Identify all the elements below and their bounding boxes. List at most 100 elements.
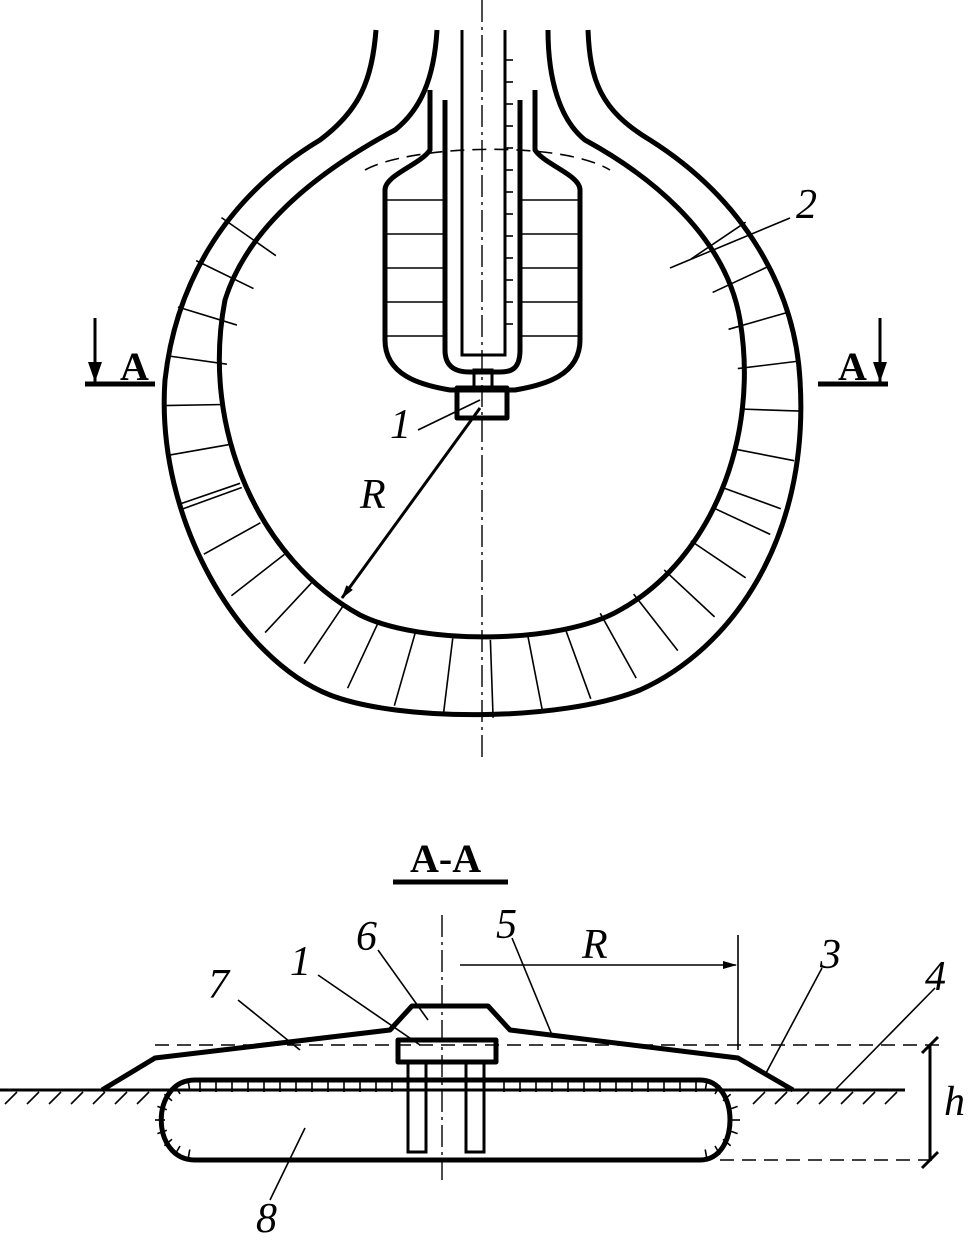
leader-item-8	[269, 1127, 306, 1201]
label-item-8: 8	[256, 1196, 277, 1240]
leader-item-1	[417, 399, 481, 431]
ground-hatch	[4, 1091, 898, 1105]
pipe-core	[460, 30, 507, 357]
basin-tick	[714, 1084, 721, 1095]
height-tick-top	[920, 1035, 940, 1055]
basin-tick	[163, 1138, 173, 1147]
hatch-tick	[599, 612, 637, 679]
leader-item-2	[669, 217, 791, 269]
ground-tick	[48, 1091, 62, 1105]
embankment-hatch	[164, 216, 800, 718]
hatch-tick	[393, 631, 417, 706]
hatch-tick	[734, 448, 795, 462]
hatch-tick	[663, 569, 716, 618]
hatch-tick	[264, 580, 314, 634]
hatch-tick	[195, 259, 254, 290]
ground-tick	[818, 1091, 832, 1105]
section-title: A-A	[410, 836, 481, 881]
basin-tick	[157, 1105, 168, 1111]
outlet-well-section	[395, 1037, 499, 1065]
ground-tick	[752, 1091, 766, 1105]
section-view: A-A R h 7 1 6	[0, 836, 965, 1240]
hatch-tick	[728, 311, 788, 331]
label-item-1-section: 1	[290, 939, 311, 985]
ground-tick	[862, 1091, 876, 1105]
hatch-tick	[527, 636, 544, 713]
label-item-3: 3	[819, 932, 841, 978]
radius-arrow	[340, 407, 482, 599]
hatch-tick	[166, 354, 228, 365]
label-radius-section: R	[581, 922, 608, 968]
hatch-tick	[164, 403, 225, 407]
hatch-tick	[721, 486, 782, 510]
section-label-left: A	[120, 344, 149, 389]
hatch-tick	[221, 216, 277, 257]
basin-tick	[704, 1149, 708, 1160]
basin-tick	[157, 1129, 168, 1135]
hatch-tick	[712, 506, 771, 536]
leader-item-3	[764, 967, 823, 1076]
hatch-tick	[633, 593, 679, 652]
label-item-1: 1	[390, 402, 411, 448]
leader-item-1-section	[317, 974, 421, 1046]
hatch-tick	[690, 540, 747, 579]
label-item-5: 5	[496, 902, 517, 948]
label-radius-plan: R	[359, 472, 386, 518]
hatch-tick	[203, 522, 261, 555]
basin-tick	[187, 1149, 191, 1160]
basin-tick	[722, 1093, 732, 1102]
section-label-right: A	[838, 344, 867, 389]
crest-dashed-arc	[364, 148, 611, 171]
leader-item-6	[377, 949, 429, 1021]
outlet-riser	[472, 368, 494, 390]
basin-tick	[722, 1138, 732, 1147]
ground-tick	[840, 1091, 854, 1105]
hatch-tick	[168, 443, 229, 457]
basin-tick	[704, 1080, 708, 1091]
hatch-tick	[230, 553, 285, 597]
basin-tick	[727, 1129, 738, 1135]
leader-item-5	[511, 937, 553, 1036]
ground-tick	[114, 1091, 128, 1105]
label-item-7: 7	[208, 962, 231, 1008]
basin-contour	[158, 1077, 733, 1163]
section-mark-right: A	[818, 318, 888, 389]
basin-tick	[174, 1084, 181, 1095]
pipe-channel-hatch	[387, 59, 578, 337]
ground-tick	[92, 1091, 106, 1105]
leader-item-7	[237, 999, 301, 1051]
basin-hatch	[155, 1080, 740, 1160]
basin-tick	[163, 1093, 173, 1102]
hatch-tick	[712, 264, 771, 294]
hatch-tick	[303, 602, 346, 665]
basin-tick	[714, 1145, 721, 1156]
hatch-tick	[346, 619, 381, 689]
label-item-2: 2	[796, 182, 817, 228]
hatch-tick	[489, 639, 494, 718]
hatch-tick	[182, 486, 243, 510]
ground-tick	[136, 1091, 150, 1105]
basin-tick	[174, 1145, 181, 1156]
height-tick-bottom	[920, 1150, 940, 1170]
ground-tick	[796, 1091, 810, 1105]
label-height: h	[944, 1079, 965, 1125]
label-item-6: 6	[356, 914, 377, 960]
label-item-4: 4	[925, 954, 946, 1000]
hatch-tick	[690, 221, 747, 260]
ground-tick	[884, 1091, 898, 1105]
inner-embankment-contour	[216, 29, 747, 640]
leader-item-4	[834, 987, 936, 1091]
section-mark-left: A	[85, 318, 155, 389]
hatch-tick	[737, 360, 798, 370]
ground-tick	[26, 1091, 40, 1105]
plan-view: 1 2 R A A	[85, 0, 888, 760]
ground-tick	[774, 1091, 788, 1105]
hatch-tick	[181, 482, 241, 505]
pile-left	[406, 1060, 428, 1154]
hatch-tick	[563, 627, 592, 700]
pipe-channel-inner	[442, 100, 523, 375]
embankment-profile	[100, 1003, 795, 1093]
pile-right	[464, 1060, 486, 1154]
basin-tick	[727, 1105, 738, 1111]
